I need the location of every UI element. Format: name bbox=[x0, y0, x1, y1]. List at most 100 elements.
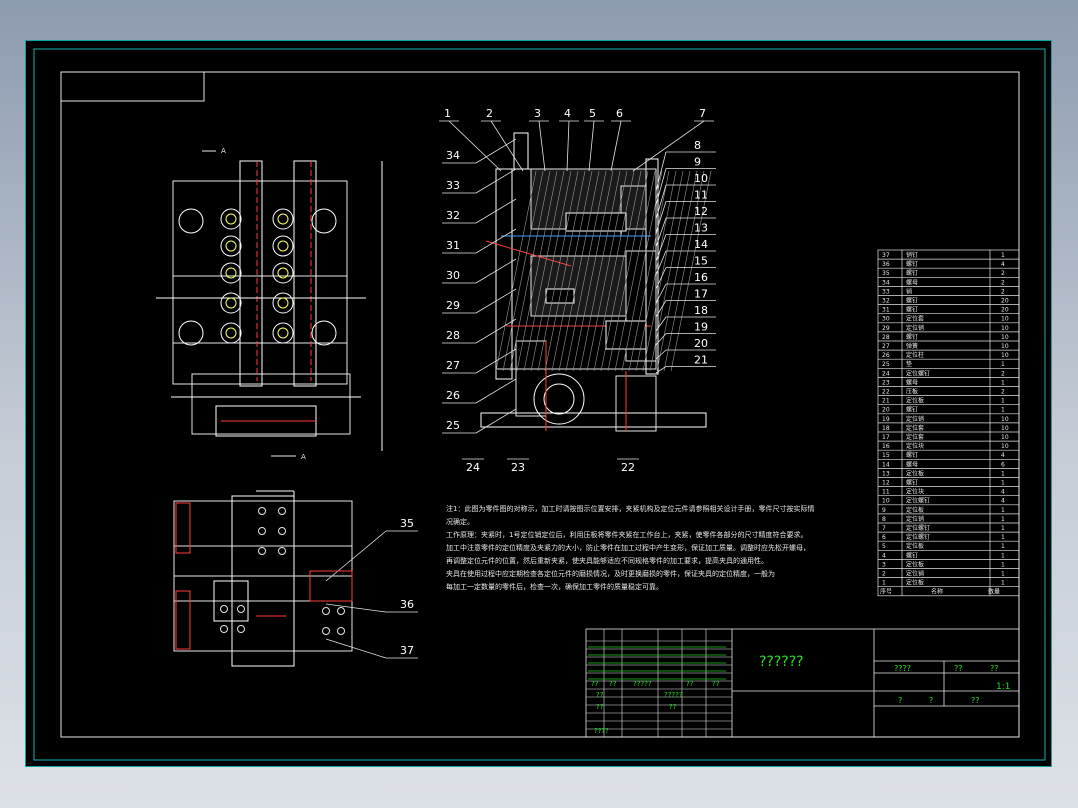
hatch-line bbox=[593, 170, 635, 372]
bom-cell-no: 33 bbox=[882, 288, 890, 295]
title-block-scale: 1:1 bbox=[996, 682, 1010, 692]
part-number-label: 26 bbox=[446, 389, 460, 402]
hatch-line bbox=[628, 170, 670, 372]
bom-cell-qty: 2 bbox=[1001, 370, 1005, 377]
bom-cell-qty: 4 bbox=[1001, 489, 1005, 496]
bom-cell-no: 5 bbox=[882, 543, 886, 550]
hatch-line bbox=[530, 170, 572, 372]
hatch-line bbox=[544, 170, 586, 372]
bolt-hole bbox=[258, 507, 266, 515]
mount-hole bbox=[311, 320, 337, 346]
part-number-label: 1 bbox=[444, 107, 451, 120]
title-block-label-c: ?? bbox=[990, 664, 999, 673]
bom-cell-no: 7 bbox=[882, 525, 886, 532]
bore-circle bbox=[272, 208, 294, 230]
part-number-label: 35 bbox=[400, 517, 414, 530]
bore-circle bbox=[272, 292, 294, 314]
hatch-line bbox=[558, 170, 600, 372]
bom-cell-qty: 10 bbox=[1001, 443, 1009, 450]
part-number-label: 4 bbox=[564, 107, 571, 120]
bom-cell-name: 定位套 bbox=[906, 315, 924, 323]
bom-cell-no: 35 bbox=[882, 270, 890, 277]
bom-cell-no: 21 bbox=[882, 398, 890, 405]
bolt-hole bbox=[278, 507, 286, 515]
bom-cell-name: 螺母 bbox=[906, 278, 918, 286]
bom-cell-qty: 1 bbox=[1001, 516, 1005, 523]
hatch-line bbox=[607, 170, 649, 372]
bom-cell-no: 11 bbox=[882, 489, 890, 496]
bom-cell-name: 螺钉 bbox=[906, 297, 918, 305]
bom-cell-qty: 1 bbox=[1001, 507, 1005, 514]
part-number-label: 15 bbox=[694, 255, 708, 268]
part-number-label: 33 bbox=[446, 179, 460, 192]
bom-cell-qty: 10 bbox=[1001, 434, 1009, 441]
bom-cell-qty: 1 bbox=[1001, 470, 1005, 477]
bom-cell-no: 37 bbox=[882, 252, 890, 259]
bom-cell-name: 销钉 bbox=[906, 251, 918, 259]
bom-cell-qty: 10 bbox=[1001, 425, 1009, 432]
hatch-line bbox=[649, 170, 691, 372]
leader-line bbox=[325, 530, 387, 582]
hatch-line bbox=[572, 170, 614, 372]
mount-hole bbox=[311, 208, 337, 234]
part-number-label: 9 bbox=[694, 156, 701, 169]
note-line: 工作原理：夹紧时，1号定位销定位后，利用压板将零件夹紧在工作台上，夹紧，使零件各… bbox=[446, 531, 808, 539]
bom-cell-no: 36 bbox=[882, 261, 890, 268]
hatch-line bbox=[663, 170, 705, 372]
title-block-left-grid bbox=[586, 629, 732, 737]
bom-cell-no: 13 bbox=[882, 470, 890, 477]
technical-notes: 注1：此图为零件图的对称示，加工时请按图示位置安排，夹紧机构及定位元件请参照相关… bbox=[446, 503, 816, 594]
bore-circle bbox=[220, 322, 242, 344]
bom-cell-no: 31 bbox=[882, 307, 890, 314]
leader-line bbox=[655, 151, 667, 192]
bolt-hole bbox=[258, 527, 266, 535]
plan-view-bores bbox=[178, 208, 337, 346]
title-block-label-e: ? bbox=[929, 696, 933, 705]
part-number-label: 34 bbox=[446, 149, 460, 162]
hatch-line bbox=[586, 170, 628, 372]
part-number-label: 8 bbox=[694, 139, 701, 152]
title-block-label-i: ????? bbox=[633, 680, 652, 688]
part-number-label: 2 bbox=[486, 107, 493, 120]
bom-cell-qty: 1 bbox=[1001, 252, 1005, 259]
bom-cell-qty: 2 bbox=[1001, 279, 1005, 286]
bom-cell-name: 定位柱 bbox=[906, 351, 924, 359]
part-number-label: 24 bbox=[466, 461, 480, 474]
bolt-hole bbox=[278, 547, 286, 555]
part-number-label: 29 bbox=[446, 299, 460, 312]
leader-line bbox=[325, 638, 387, 659]
bom-cell-no: 6 bbox=[882, 534, 886, 541]
bom-cell-no: 14 bbox=[882, 461, 890, 468]
bom-cell-qty: 10 bbox=[1001, 325, 1009, 332]
hatch-line bbox=[635, 170, 677, 372]
bom-cell-name: 定位板 bbox=[906, 579, 924, 587]
leader-line bbox=[475, 138, 517, 164]
bom-cell-name: 定位套 bbox=[906, 424, 924, 432]
bore-inner bbox=[277, 297, 289, 309]
hatch-line bbox=[579, 170, 621, 372]
bom-cell-qty: 1 bbox=[1001, 398, 1005, 405]
title-block-label-j: ?? bbox=[686, 680, 694, 688]
bom-cell-name: 弹簧 bbox=[906, 342, 918, 350]
bom-cell-name: 螺钉 bbox=[906, 479, 918, 487]
bom-cell-name: 螺钉 bbox=[906, 269, 918, 277]
leader-line bbox=[655, 250, 667, 276]
bom-cell-qty: 1 bbox=[1001, 361, 1005, 368]
part-number-label: 10 bbox=[694, 172, 708, 185]
leader-lines-right bbox=[655, 151, 716, 374]
part-number-label: 3 bbox=[534, 107, 541, 120]
leader-line bbox=[610, 120, 622, 172]
section-view bbox=[480, 132, 707, 432]
bom-cell-qty: 1 bbox=[1001, 580, 1005, 587]
section-hatching bbox=[495, 170, 712, 372]
bom-cell-name: 螺钉 bbox=[906, 333, 918, 341]
bom-cell-no: 1 bbox=[882, 580, 886, 587]
bom-header-cell: 数量 bbox=[988, 588, 1000, 596]
bolt-hole bbox=[258, 547, 266, 555]
part-number-label: 23 bbox=[511, 461, 525, 474]
leader-lines-left bbox=[325, 120, 714, 659]
hatch-line bbox=[656, 170, 698, 372]
bom-cell-qty: 10 bbox=[1001, 316, 1009, 323]
